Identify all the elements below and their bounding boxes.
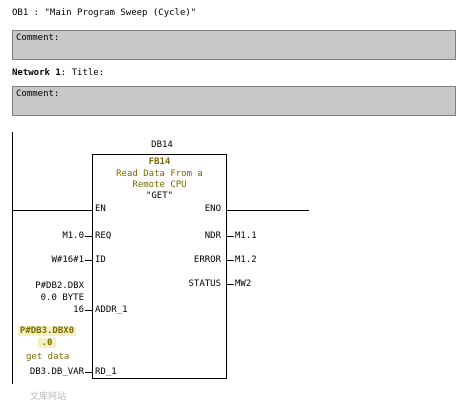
pin-addr-1: ADDR_1 bbox=[95, 305, 128, 315]
network-title[interactable]: Network 1: Title: bbox=[12, 68, 104, 78]
req-operand[interactable]: M1.0 bbox=[62, 231, 84, 241]
pin-error: ERROR bbox=[193, 255, 221, 265]
power-rail bbox=[12, 132, 13, 384]
ndr-wire bbox=[227, 236, 234, 237]
network-separator: : bbox=[60, 68, 67, 78]
addr-1-wire bbox=[85, 310, 92, 311]
instance-db-label[interactable]: DB14 bbox=[151, 140, 173, 150]
block-comment-field[interactable]: Comment: bbox=[12, 30, 456, 60]
fb-description-line1: Read Data From a bbox=[116, 169, 203, 179]
fb-block[interactable]: FB14 Read Data From a Remote CPU "GET" E… bbox=[92, 154, 227, 379]
pin-en: EN bbox=[95, 204, 106, 214]
network-label: Network 1 bbox=[12, 68, 61, 78]
network-title-text: Title: bbox=[71, 68, 105, 78]
rd-1-wire bbox=[85, 372, 92, 373]
req-wire bbox=[85, 236, 92, 237]
error-operand[interactable]: M1.2 bbox=[235, 255, 257, 265]
ndr-operand[interactable]: M1.1 bbox=[235, 231, 257, 241]
en-wire bbox=[12, 210, 92, 211]
pin-ndr: NDR bbox=[204, 231, 221, 241]
pin-req: REQ bbox=[95, 231, 112, 241]
pin-id: ID bbox=[95, 255, 106, 265]
addr-1-operand-line3: 16 bbox=[73, 305, 84, 315]
fb-name: FB14 bbox=[148, 157, 171, 167]
status-operand[interactable]: MW2 bbox=[235, 279, 252, 289]
error-wire bbox=[227, 260, 234, 261]
addr-1-operand-line1: P#DB2.DBX bbox=[35, 281, 84, 291]
pin-eno: ENO bbox=[204, 204, 221, 214]
network-comment-field[interactable]: Comment: bbox=[12, 86, 456, 116]
block-comment-label: Comment: bbox=[16, 33, 60, 43]
addr-1-operand-line2: 0.0 BYTE bbox=[40, 293, 84, 303]
fb-alias: "GET" bbox=[145, 191, 174, 201]
id-operand[interactable]: W#16#1 bbox=[51, 255, 84, 265]
network-comment-label: Comment: bbox=[16, 89, 60, 99]
block-header: OB1 : "Main Program Sweep (Cycle)" bbox=[12, 8, 197, 18]
id-wire bbox=[85, 260, 92, 261]
rd-1-symbol-comment: get data bbox=[26, 352, 70, 362]
rd-1-operand-line2: .0 bbox=[38, 338, 56, 348]
rd-1-operand-line4: DB3.DB_VAR bbox=[29, 367, 84, 377]
watermark: 文库网站 bbox=[30, 392, 67, 402]
eno-wire bbox=[227, 210, 309, 211]
fb-description-line2: Remote CPU bbox=[132, 180, 187, 190]
status-wire bbox=[227, 284, 234, 285]
rd-1-operand-line1: P#DB3.DBX0 bbox=[18, 326, 76, 336]
pin-status: STATUS bbox=[188, 279, 221, 289]
pin-rd-1: RD_1 bbox=[95, 367, 117, 377]
